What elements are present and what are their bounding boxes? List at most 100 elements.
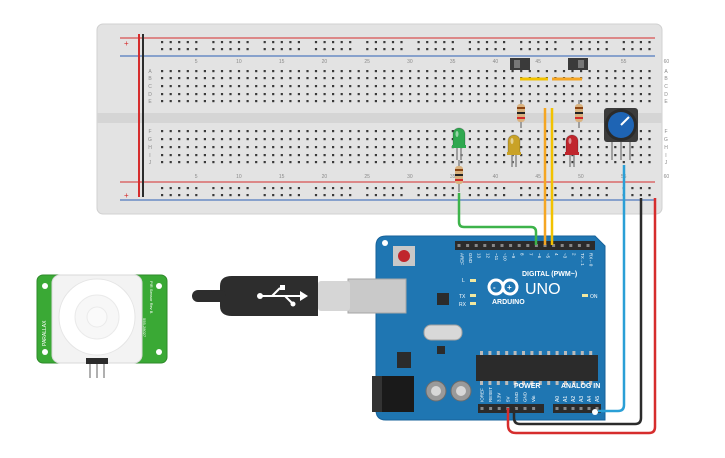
breadboard-hole <box>503 130 506 133</box>
breadboard-hole <box>417 146 420 149</box>
chip-pin <box>496 381 500 385</box>
digital-pin-hole[interactable] <box>474 244 478 247</box>
digital-pin-hole[interactable] <box>500 244 504 247</box>
rail-hole <box>374 48 377 51</box>
digital-pin-hole[interactable] <box>534 244 538 247</box>
breadboard-hole <box>391 130 395 133</box>
digital-pin-hole[interactable] <box>560 244 564 247</box>
breadboard-hole <box>580 161 583 164</box>
breadboard-hole <box>169 161 172 164</box>
breadboard-hole <box>605 146 608 149</box>
rail-hole <box>580 187 583 190</box>
power-pin-hole[interactable] <box>480 407 484 410</box>
digital-pin-hole[interactable] <box>517 244 521 247</box>
rail-hole <box>263 48 266 51</box>
breadboard-hole <box>237 138 241 141</box>
potentiometer[interactable] <box>604 108 638 160</box>
breadboard-hole <box>588 138 591 141</box>
rail-hole <box>169 48 172 51</box>
breadboard-hole <box>289 138 292 141</box>
top-rail-plus-symbol: + <box>124 39 129 48</box>
usb-b-connector[interactable] <box>347 278 407 314</box>
rail-hole <box>451 194 454 197</box>
rail-hole <box>383 48 386 51</box>
digital-pin-hole[interactable] <box>466 244 470 247</box>
breadboard-hole <box>374 130 377 133</box>
analog-pin-hole[interactable] <box>587 407 591 410</box>
analog-pin-hole[interactable] <box>571 407 575 410</box>
breadboard-hole <box>614 100 617 103</box>
breadboard-hole <box>477 161 480 164</box>
breadboard-hole <box>374 93 377 96</box>
breadboard-hole <box>178 154 181 157</box>
breadboard-hole <box>391 93 395 96</box>
analog-pin-hole[interactable] <box>579 407 583 410</box>
breadboard-hole <box>545 138 548 141</box>
breadboard-hole <box>511 93 514 96</box>
power-pin-hole[interactable] <box>489 407 493 410</box>
right-switch-slider[interactable] <box>578 60 584 68</box>
breadboard-hole <box>332 154 335 157</box>
breadboard-hole <box>306 93 309 96</box>
power-pin-hole[interactable] <box>514 407 518 410</box>
breadboard-hole <box>229 77 232 80</box>
breadboard-hole <box>323 100 326 103</box>
breadboard-hole <box>161 77 164 80</box>
breadboard-hole <box>631 77 634 80</box>
digital-pin-hole[interactable] <box>509 244 513 247</box>
breadboard-hole <box>443 130 446 133</box>
chip-pin <box>555 381 559 385</box>
pir-mount-hole <box>42 283 48 289</box>
rail-hole <box>528 48 531 51</box>
breadboard-hole <box>332 130 335 133</box>
rail-hole <box>545 41 548 44</box>
reset-button[interactable] <box>398 250 410 262</box>
digital-pin-hole[interactable] <box>586 244 590 247</box>
breadboard-hole <box>409 77 412 80</box>
rail-hole <box>289 194 292 197</box>
power-pin-hole[interactable] <box>497 407 501 410</box>
digital-pin-label: 13 <box>477 253 482 259</box>
breadboard-hole <box>605 70 608 73</box>
column-number: 30 <box>407 59 413 65</box>
breadboard-hole <box>580 146 583 149</box>
digital-pin-hole[interactable] <box>543 244 547 247</box>
breadboard-hole <box>220 70 224 73</box>
breadboard-hole <box>537 146 540 149</box>
digital-pin-hole[interactable] <box>577 244 581 247</box>
breadboard-hole <box>280 161 283 164</box>
power-pin-hole[interactable] <box>523 407 527 410</box>
rail-hole <box>229 194 232 197</box>
digital-pin-hole[interactable] <box>552 244 556 247</box>
digital-pin-hole[interactable] <box>491 244 495 247</box>
breadboard-hole <box>485 154 489 157</box>
left-switch-slider[interactable] <box>514 60 520 68</box>
breadboard-hole <box>383 161 386 164</box>
breadboard-hole <box>255 100 258 103</box>
digital-pin-hole[interactable] <box>526 244 530 247</box>
analog-pin-hole[interactable] <box>563 407 567 410</box>
power-pin-label: GND <box>523 391 528 402</box>
rail-hole <box>374 41 377 44</box>
breadboard-hole <box>485 100 489 103</box>
breadboard-hole <box>417 70 420 73</box>
breadboard-hole <box>203 85 206 88</box>
breadboard-hole <box>451 70 454 73</box>
analog-pin-hole[interactable] <box>555 407 559 410</box>
breadboard-hole <box>289 70 292 73</box>
row-letter: C <box>148 84 152 90</box>
breadboard-hole <box>383 146 386 149</box>
rail-hole <box>639 48 642 51</box>
digital-pin-hole[interactable] <box>569 244 573 247</box>
breadboard-hole <box>485 138 489 141</box>
digital-pin-hole[interactable] <box>483 244 487 247</box>
breadboard-hole <box>391 77 395 80</box>
breadboard-hole <box>366 138 369 141</box>
breadboard-hole <box>460 70 463 73</box>
digital-pin-hole[interactable] <box>457 244 461 247</box>
breadboard-hole <box>588 93 591 96</box>
pir-mount-hole <box>156 349 162 355</box>
analog-pin-hole[interactable] <box>595 407 599 410</box>
power-pin-hole[interactable] <box>532 407 536 410</box>
